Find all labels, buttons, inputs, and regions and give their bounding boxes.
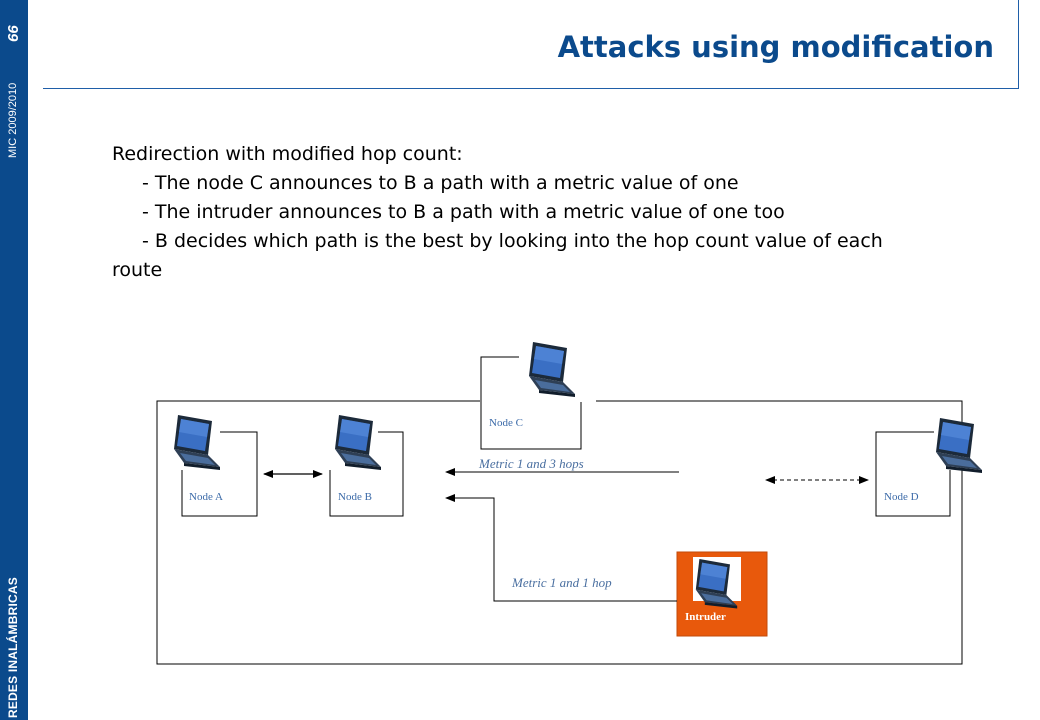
- node-d-label: Node D: [884, 491, 919, 503]
- metric-c-label: Metric 1 and 3 hops: [478, 456, 584, 471]
- laptop-icon: [936, 418, 982, 473]
- node-d-box: [875, 431, 951, 517]
- body-line-decision: - B decides which path is the best by lo…: [142, 230, 883, 252]
- node-c-box: [480, 356, 582, 450]
- body-line-intro: Redirection with modified hop count:: [112, 143, 463, 165]
- laptop-icon: [335, 415, 381, 470]
- node-a-box: [181, 431, 258, 517]
- laptop-icon: [174, 415, 220, 470]
- node-a-label: Node A: [189, 491, 223, 503]
- page-title: Attacks using modification: [557, 30, 994, 64]
- metric-intruder-label: Metric 1 and 1 hop: [511, 575, 612, 590]
- body-line-intruder: - The intruder announces to B a path wit…: [142, 201, 785, 223]
- body-line-decision-cont: route: [112, 259, 163, 281]
- node-b-box: [329, 431, 404, 517]
- sidebar: REDES INALÁMBRICAS MIC 2009/2010 66: [0, 0, 28, 720]
- body-line-node-c: - The node C announces to B a path with …: [142, 172, 739, 194]
- header-vertical-divider: [1018, 0, 1019, 89]
- route-intruder-to-b: [445, 494, 677, 602]
- node-c-label: Node C: [489, 417, 523, 429]
- laptop-icon: [529, 342, 575, 397]
- node-b-label: Node B: [338, 491, 372, 503]
- header-divider: [43, 88, 1019, 89]
- body-text: Redirection with modified hop count: - T…: [112, 140, 982, 285]
- intruder-label: Intruder: [685, 611, 726, 623]
